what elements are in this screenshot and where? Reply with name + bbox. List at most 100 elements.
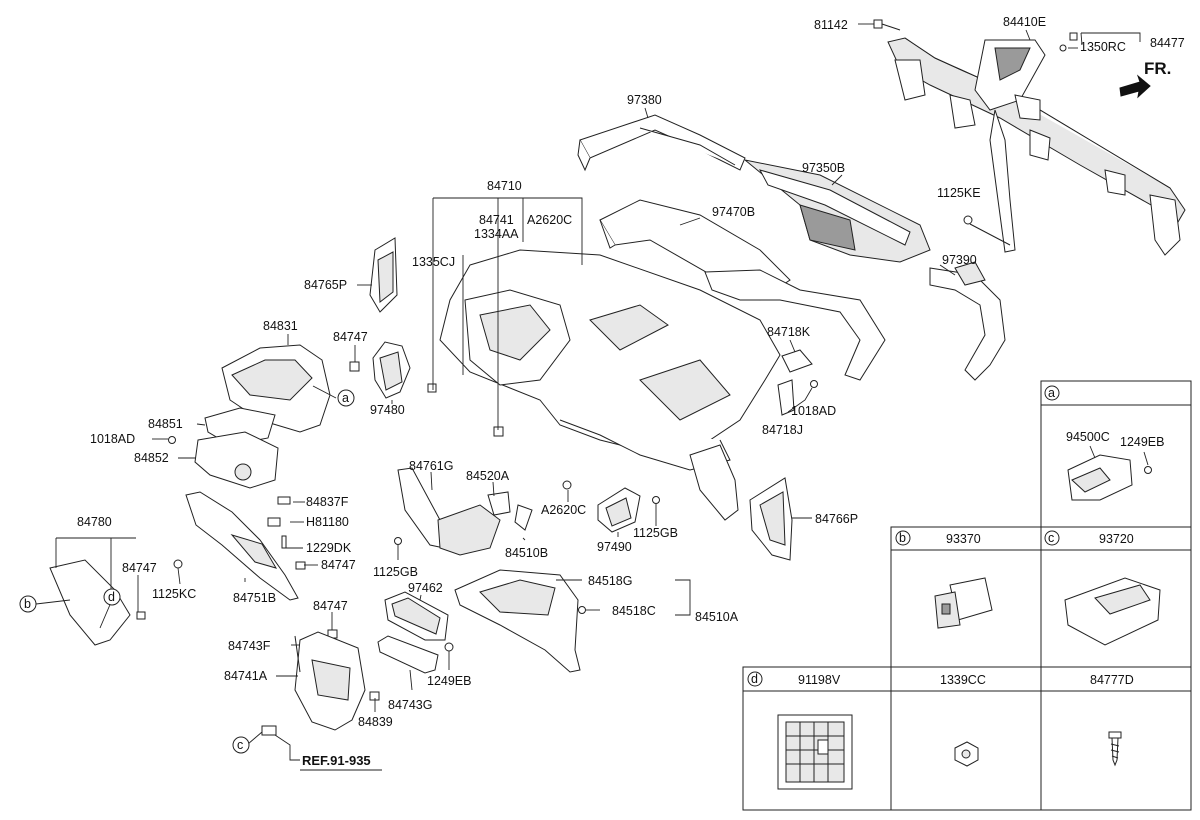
- inset-cell-b: b 93370: [895, 530, 993, 629]
- part-label: 97350B: [802, 161, 845, 175]
- part-label: 84520A: [466, 469, 510, 483]
- inset-part-label: 94500C: [1066, 430, 1110, 444]
- switch-part-c: [261, 725, 277, 736]
- part-label: 84518G: [588, 574, 632, 588]
- switch-93720: [1064, 577, 1161, 646]
- reference-label: REF.91-935: [302, 753, 371, 768]
- side-cover-left: [369, 237, 398, 313]
- front-direction-label: FR.: [1144, 59, 1171, 78]
- part-label: 84852: [134, 451, 169, 465]
- part-label: 84851: [148, 417, 183, 431]
- callout-letter: b: [24, 597, 31, 611]
- side-duct: [599, 199, 1006, 381]
- part-label: 84831: [263, 319, 298, 333]
- reference-callout: REF.91-935: [300, 753, 382, 771]
- part-label: 84510A: [695, 610, 739, 624]
- part-label: 1229DK: [306, 541, 352, 555]
- inset-part-label: 1339CC: [940, 673, 986, 687]
- part-label: 84710: [487, 179, 522, 193]
- part-label: A2620C: [527, 213, 572, 227]
- center-bracket: [397, 467, 533, 556]
- audio-panel-bracket: [377, 635, 439, 674]
- part-label: 1334AA: [474, 227, 519, 241]
- inset-part-label: 91198V: [798, 673, 841, 687]
- center-duct: [744, 159, 931, 263]
- screw-1018AD-left: [168, 436, 176, 444]
- part-label: 1018AD: [90, 432, 135, 446]
- part-label: 84410E: [1003, 15, 1046, 29]
- steering-column-lower-shroud: [194, 431, 279, 489]
- inset-part-label: 84777D: [1090, 673, 1134, 687]
- part-label: 84747: [321, 558, 356, 572]
- nut-1339CC: [954, 741, 979, 767]
- part-label: 84765P: [304, 278, 347, 292]
- part-label: 1125KC: [152, 587, 196, 601]
- part-label: 1018AD: [791, 404, 836, 418]
- part-label: 84747: [313, 599, 348, 613]
- glove-box: [454, 569, 581, 673]
- callout-letter: c: [237, 738, 243, 752]
- defroster-nozzle: [577, 114, 746, 172]
- switch-assembly-94500C: [1067, 454, 1152, 501]
- part-label: 97380: [627, 93, 662, 107]
- part-label: 84477: [1150, 36, 1185, 50]
- part-label: 1125KE: [937, 186, 981, 200]
- part-label: 84780: [77, 515, 112, 529]
- part-label: 84743G: [388, 698, 432, 712]
- center-air-vent: [597, 487, 641, 533]
- part-label: 84510B: [505, 546, 548, 560]
- part-label: H81180: [306, 515, 349, 529]
- part-label: 84718K: [767, 325, 811, 339]
- part-label: 84751B: [233, 591, 276, 605]
- inset-letter: a: [1048, 386, 1055, 400]
- grille-cover-91198V: [777, 714, 853, 790]
- inset-detail-table: a 94500C 1249EB b 93370 c: [742, 380, 1192, 811]
- inset-cell-c: c 93720: [1044, 530, 1161, 646]
- part-label: 84837F: [306, 495, 349, 509]
- lower-crash-pad: [185, 491, 299, 601]
- bracket-84718K: [781, 349, 813, 373]
- part-label: 84718J: [762, 423, 803, 437]
- inset-cell-a: a 94500C 1249EB: [1044, 385, 1164, 501]
- screw-84777D: [1108, 731, 1122, 767]
- part-label: 84741: [479, 213, 514, 227]
- callout-b: b: [19, 595, 37, 613]
- part-label: 84761G: [409, 459, 453, 473]
- clip-parts: [136, 361, 818, 701]
- bolt-81142: [873, 19, 901, 31]
- part-label: 1125GB: [373, 565, 418, 579]
- center-vent-garnish: [384, 591, 449, 641]
- inset-cell-e: 1339CC: [940, 673, 986, 767]
- part-label: 97470B: [712, 205, 755, 219]
- part-label: A2620C: [541, 503, 586, 517]
- callout-a: a: [337, 389, 355, 407]
- inset-letter: c: [1048, 531, 1054, 545]
- crash-pad-main: [439, 249, 781, 521]
- inset-part-label: 93720: [1099, 532, 1134, 546]
- part-label: 97390: [942, 253, 977, 267]
- center-fascia-panel: [294, 631, 366, 731]
- inset-part-label: 1249EB: [1120, 435, 1164, 449]
- part-label: 97480: [370, 403, 405, 417]
- cross-member-beam: [887, 37, 1186, 256]
- part-label: 84747: [333, 330, 368, 344]
- bracket-84718J: [777, 379, 795, 416]
- part-label: 84743F: [228, 639, 271, 653]
- inset-cell-f: 84777D: [1090, 673, 1134, 767]
- part-label: 97462: [408, 581, 443, 595]
- part-label: 84741A: [224, 669, 268, 683]
- part-label: 84766P: [815, 512, 858, 526]
- side-air-vent-left: [372, 341, 411, 399]
- part-label: 1249EB: [427, 674, 471, 688]
- callout-letter: d: [108, 590, 115, 604]
- part-label: 84747: [122, 561, 157, 575]
- screw-1125KE: [963, 215, 1011, 246]
- part-label: 81142: [814, 18, 848, 32]
- leader-lines: [35, 23, 1141, 761]
- part-label: 84518C: [612, 604, 656, 618]
- part-label: 1335CJ: [412, 255, 455, 269]
- part-labels: 81142 84410E 84477 1350RC 97380 97350B 1…: [77, 15, 1185, 729]
- switch-93370: [934, 577, 993, 629]
- bolt-84477: [1059, 32, 1078, 52]
